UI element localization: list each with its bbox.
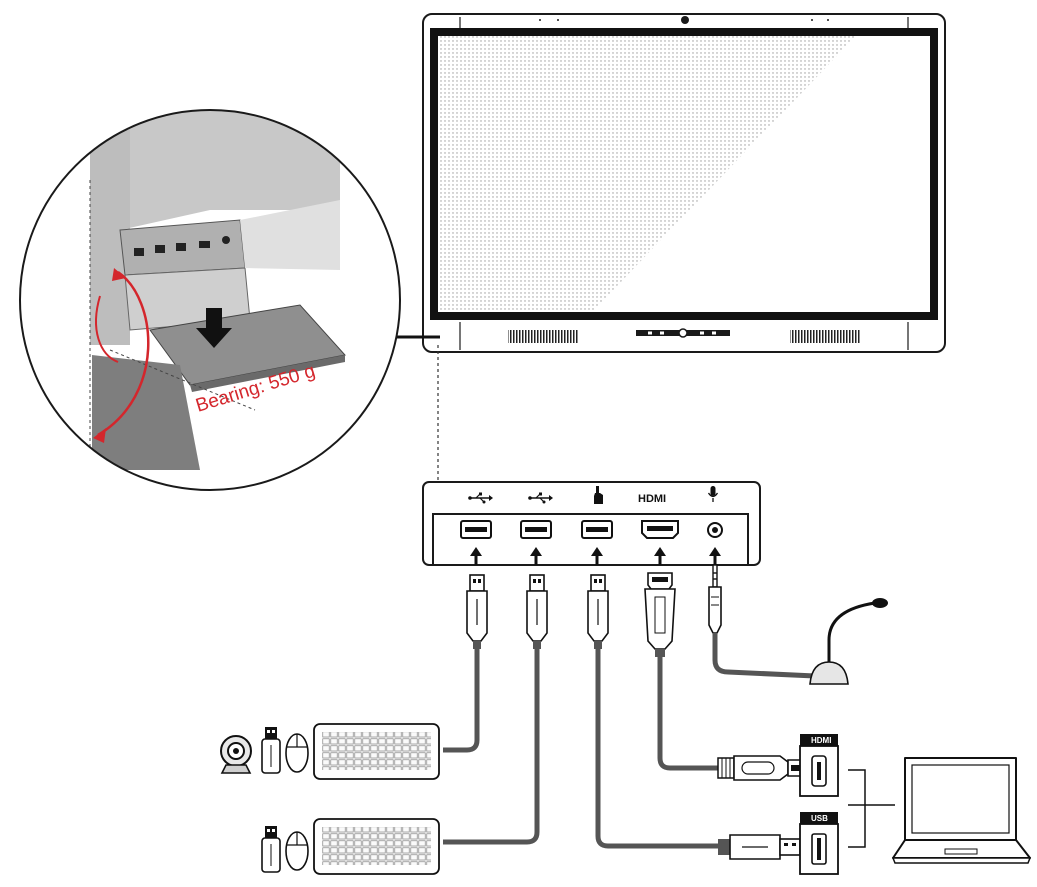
front-port-panel: HDMI (422, 481, 761, 566)
mouse-icon (285, 733, 309, 773)
front-button-bar (636, 328, 730, 338)
usb-port-1-icon (468, 492, 493, 504)
usb-plug-1 (466, 574, 488, 649)
laptop-icon (891, 757, 1032, 864)
laptop-hdmi-tag: HDMI (811, 736, 831, 745)
keyboard-icon (313, 723, 440, 780)
usb-port-2-icon (528, 492, 553, 504)
speaker-grille-right (790, 330, 860, 343)
keyboard-icon-2 (313, 818, 440, 875)
magnified-callout: Bearing: 550 g (19, 109, 401, 491)
hdmi-port-label: HDMI (638, 493, 666, 505)
touch-usb-port[interactable] (581, 520, 613, 539)
touch-usb-plug (587, 574, 609, 649)
touch-hand-icon (594, 486, 603, 504)
microphone-plug (708, 564, 722, 634)
microphone-icon (707, 486, 719, 502)
cables (443, 633, 816, 849)
mouse-icon-2 (285, 831, 309, 871)
bracket-connector (848, 769, 895, 848)
laptop-hdmi-port-box: HDMI (799, 734, 839, 797)
display-screen (438, 36, 930, 312)
desk-microphone (809, 598, 888, 685)
interactive-display (422, 13, 946, 353)
camera-icon (681, 16, 689, 24)
webcam-icon (220, 735, 252, 774)
hdmi-plug-laptop (717, 755, 805, 781)
usb-plug-2 (526, 574, 548, 649)
usb-port-1[interactable] (460, 520, 492, 539)
hdmi-port[interactable] (641, 520, 679, 539)
usb-plug-laptop (718, 834, 801, 860)
speaker-grille-left (508, 330, 578, 343)
usb-port-2[interactable] (520, 520, 552, 539)
insertion-arrows (470, 547, 721, 565)
laptop-usb-tag: USB (811, 814, 828, 823)
laptop-usb-port-box: USB (799, 812, 839, 875)
usb-dongle-icon-2 (261, 826, 281, 873)
microphone-jack[interactable] (707, 522, 723, 538)
hdmi-plug (644, 572, 676, 657)
usb-dongle-icon (261, 727, 281, 774)
